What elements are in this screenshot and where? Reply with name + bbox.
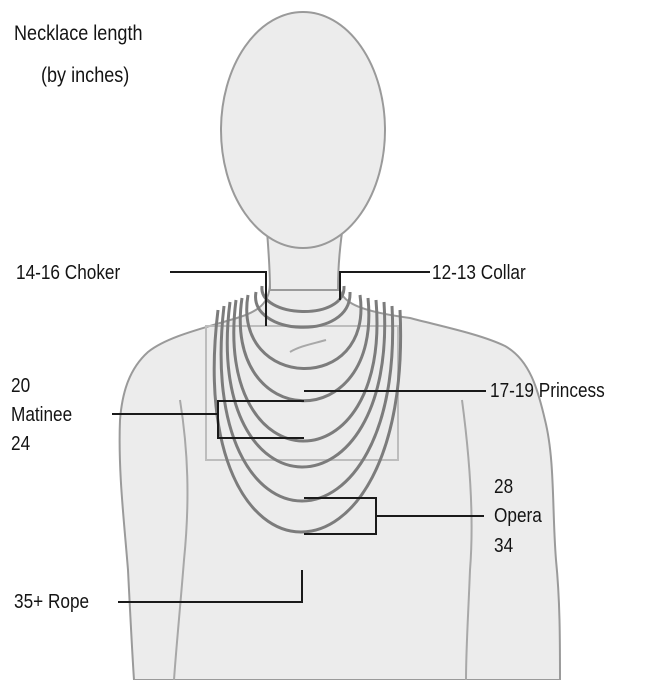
- opera-label: Opera: [494, 504, 542, 528]
- collar-leader: [340, 272, 430, 300]
- opera-top-label: 28: [494, 475, 513, 499]
- princess-label: 17-19 Princess: [490, 379, 605, 403]
- choker-label: 14-16 Choker: [16, 261, 120, 285]
- head-silhouette: [221, 12, 385, 248]
- matinee-top-label: 20: [11, 374, 30, 398]
- diagram-title-line2: (by inches): [41, 64, 129, 88]
- opera-bottom-label: 34: [494, 534, 513, 558]
- diagram-title-line1: Necklace length: [14, 22, 143, 46]
- matinee-label: Matinee: [11, 403, 72, 427]
- matinee-bottom-label: 24: [11, 432, 30, 456]
- collar-label: 12-13 Collar: [432, 261, 526, 285]
- rope-label: 35+ Rope: [14, 590, 89, 614]
